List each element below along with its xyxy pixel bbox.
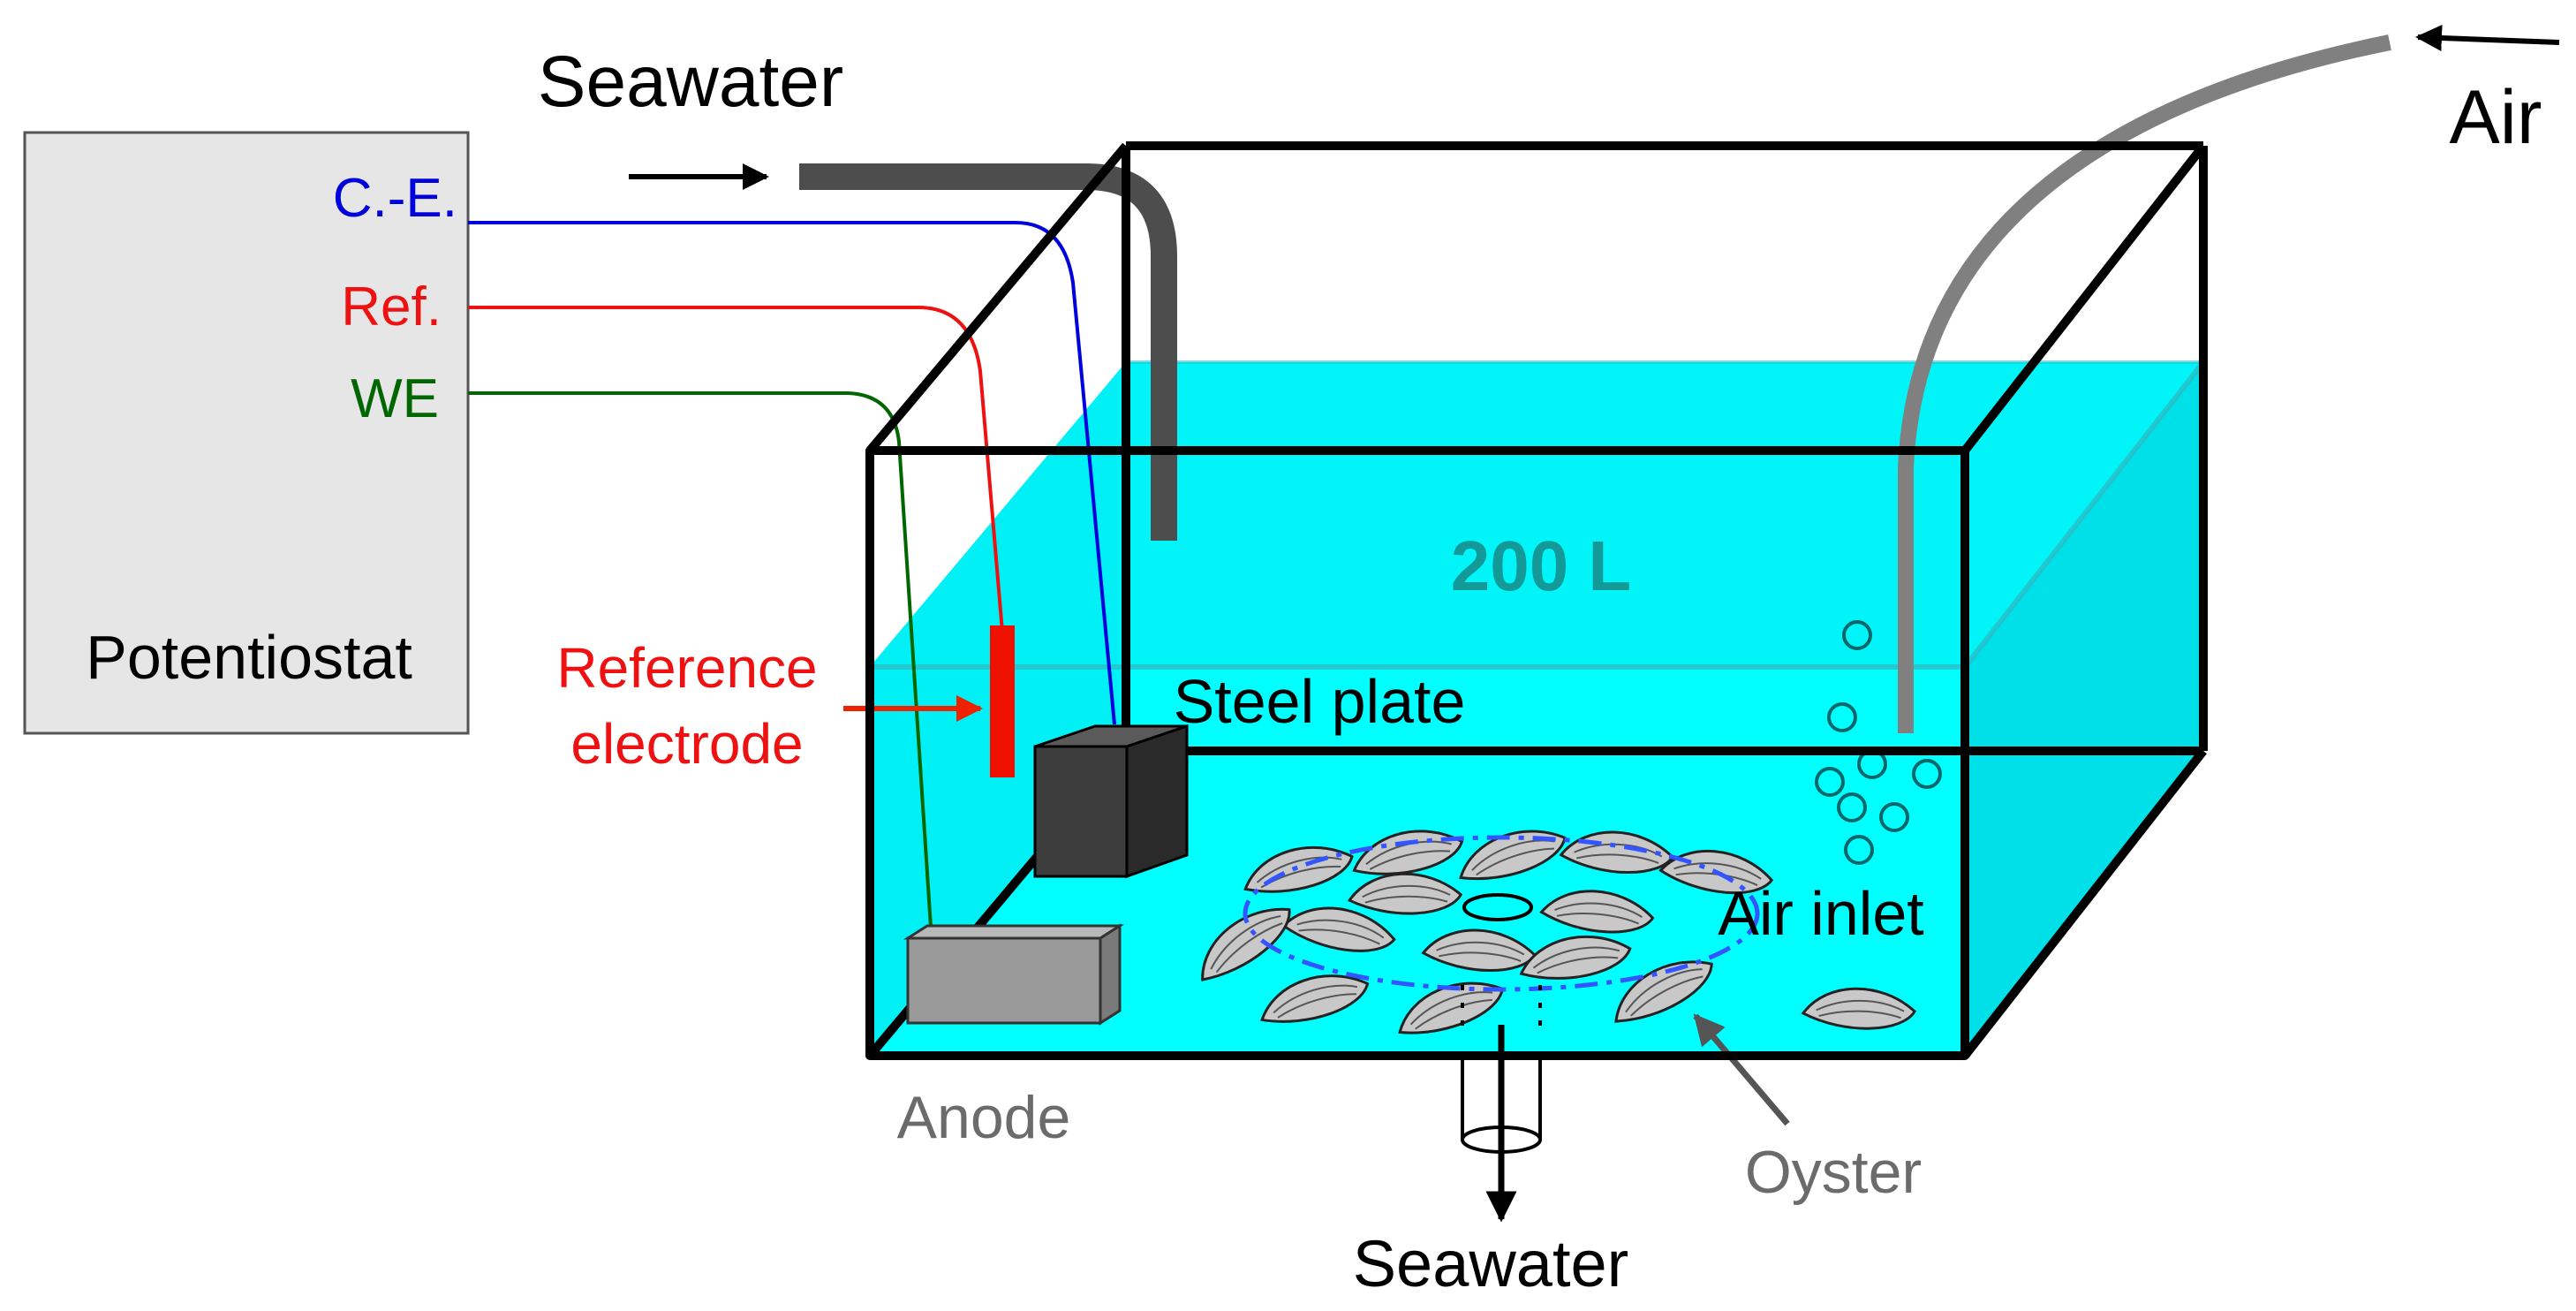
tank-front-frame — [865, 142, 2208, 1060]
seawater-outlet-label: Seawater — [1353, 1227, 1629, 1300]
air-bubble — [1879, 802, 1909, 832]
drain-opening — [1462, 893, 1533, 921]
air-bubble — [1844, 835, 1874, 865]
anode-top — [903, 924, 1125, 940]
ce-terminal-label: C.-E. — [333, 168, 457, 229]
anode-front — [906, 936, 1102, 1025]
air-supply-pipe — [1898, 34, 2391, 733]
potentiostat-label: Potentiostat — [86, 623, 412, 692]
oyster-pointer-arrow — [1693, 1013, 1790, 1126]
tank-volume-label: 200 L — [1451, 527, 1632, 605]
reference-electrode-label-line2: electrode — [570, 712, 803, 776]
air-bubble — [1912, 759, 1942, 789]
air-bubble — [1842, 620, 1872, 650]
steel-plate-side — [1125, 724, 1189, 879]
air-arrow — [2415, 25, 2560, 52]
tank-edge — [1961, 142, 2207, 454]
air-inlet-label: Air inlet — [1718, 879, 1923, 948]
air-bubble — [1827, 702, 1857, 732]
reference-electrode-label-line1: Reference — [556, 636, 817, 700]
water-back-wall — [1126, 362, 2203, 751]
air-label: Air — [2449, 75, 2542, 160]
potentiostat: Potentiostat C.-E. Ref. WE — [23, 131, 470, 735]
steel-plate-front — [1033, 745, 1129, 878]
tank-edge — [866, 142, 1129, 454]
ref-wire — [468, 306, 1004, 633]
reference-electrode — [990, 625, 1015, 777]
oyster-label: Oyster — [1745, 1139, 1922, 1206]
potentiostat-box — [23, 131, 470, 735]
we-terminal-label: WE — [351, 368, 439, 429]
seawater-inlet-label: Seawater — [538, 42, 843, 122]
water-side-wall — [1965, 362, 2203, 1056]
anode — [903, 923, 1125, 1026]
we-wire — [468, 391, 934, 955]
air-bubble — [1837, 792, 1867, 822]
ref-terminal-label: Ref. — [341, 277, 442, 337]
steel-plate — [1033, 724, 1189, 879]
steel-plate-label: Steel plate — [1174, 667, 1466, 736]
oyster-ring — [1243, 835, 1760, 992]
anode-side — [1099, 923, 1122, 1026]
anode-label: Anode — [897, 1084, 1071, 1151]
oysters — [1184, 819, 1919, 1040]
tank-edge — [1961, 747, 2207, 1059]
air-bubble — [1815, 767, 1845, 797]
